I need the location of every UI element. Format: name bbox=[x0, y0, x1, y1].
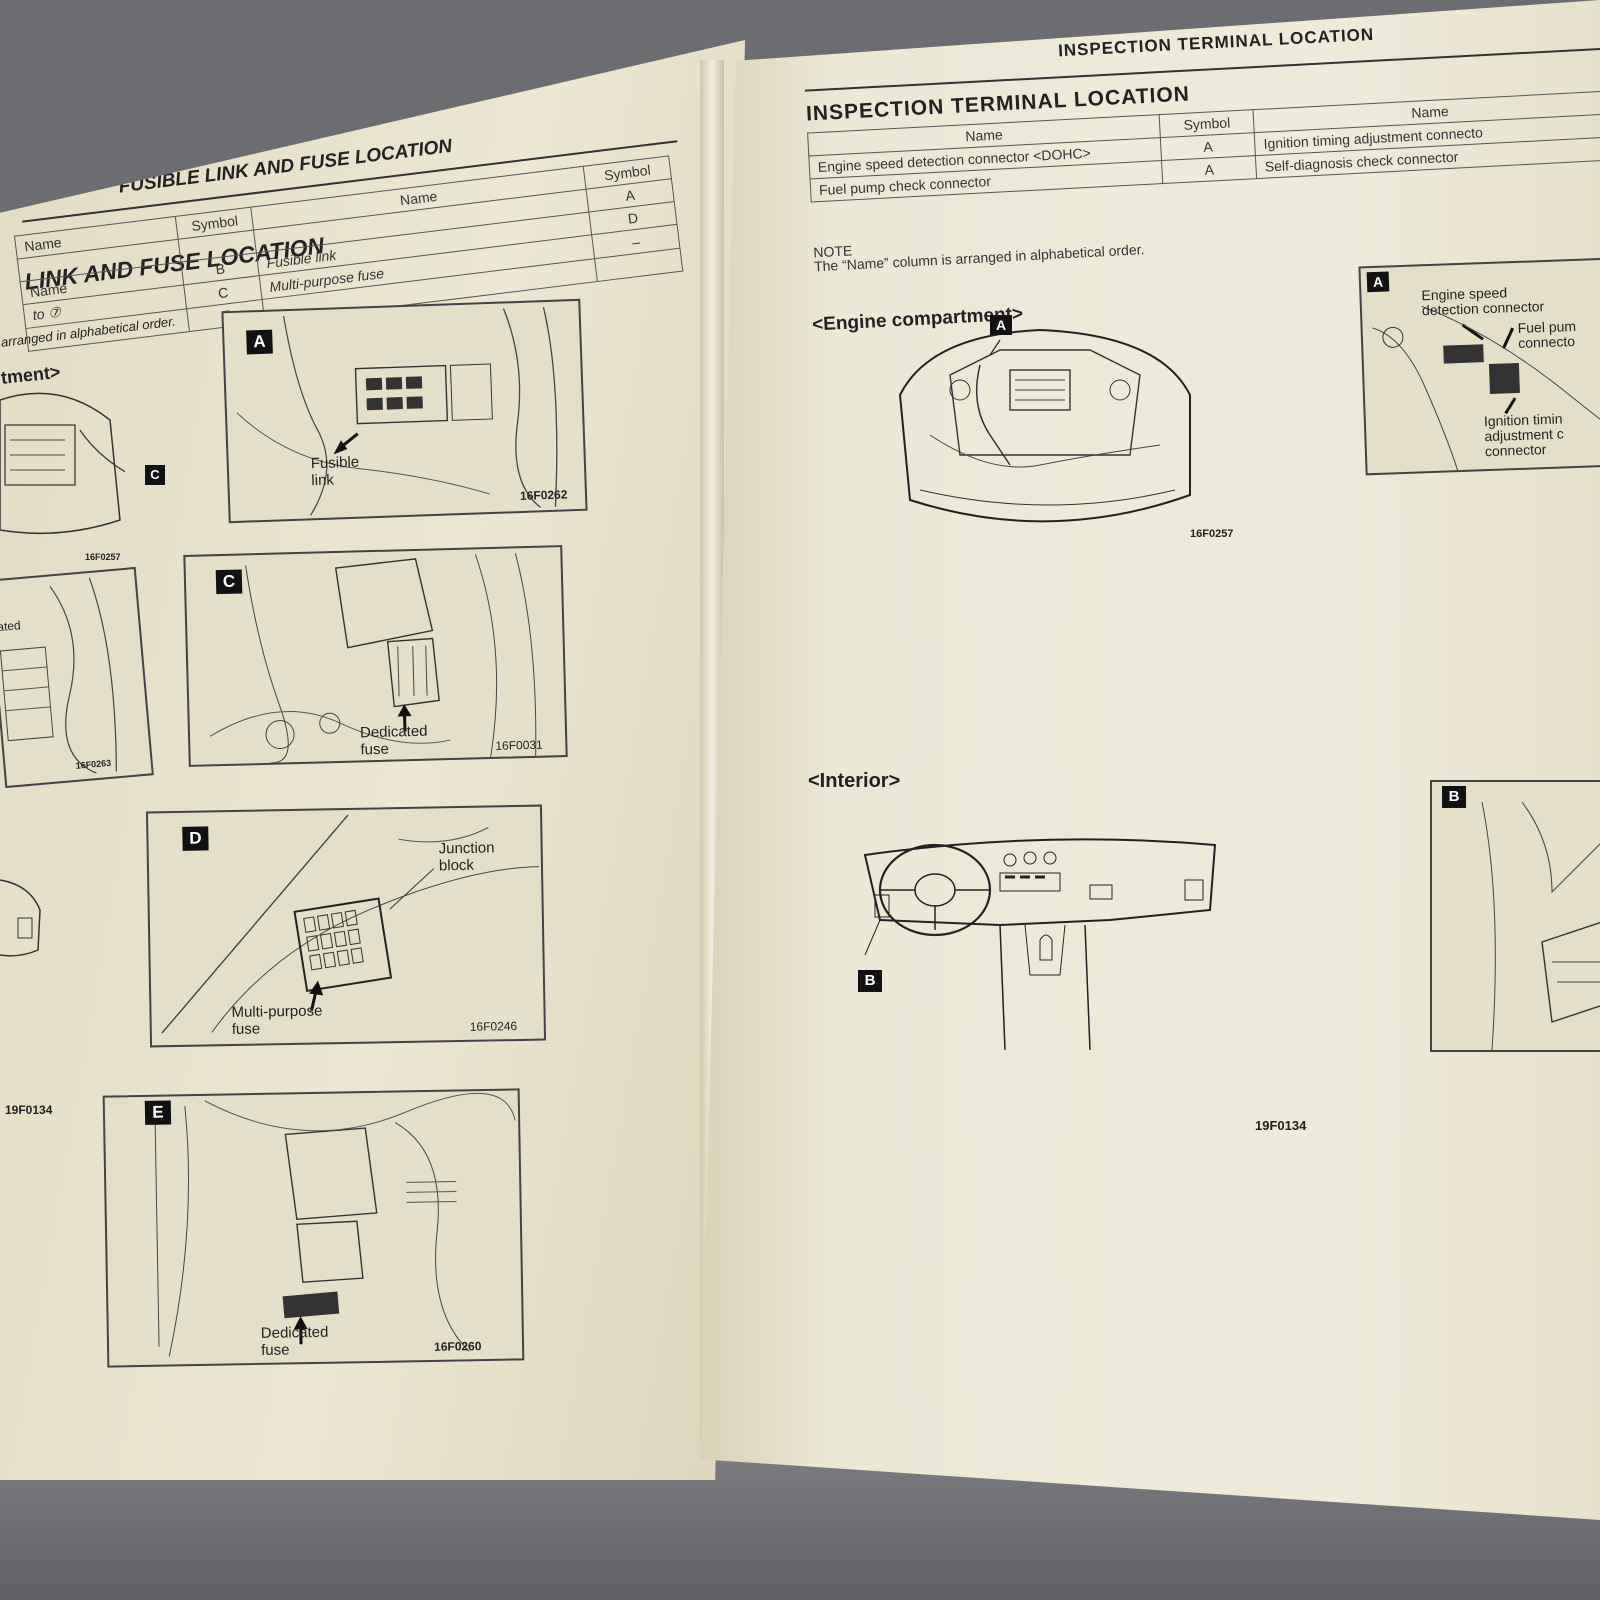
right-page: INSPECTION TERMINAL LOCATION INSPECTION … bbox=[700, 0, 1600, 1520]
interior-badge: B bbox=[858, 970, 882, 992]
figure-c: C Dedicated fuse 16F0031 bbox=[183, 545, 568, 767]
figure-a-code: 16F0262 bbox=[519, 487, 568, 504]
engine-overview-partial: C bbox=[0, 370, 165, 540]
figure-d: D Junction block Multi-purpose fuse 16F0… bbox=[145, 804, 547, 1048]
figure-c-badge: C bbox=[215, 569, 243, 595]
engine-code: 16F0257 bbox=[1190, 528, 1234, 540]
interior-figure: B bbox=[858, 825, 1220, 1055]
detail-a-label-ignition: Ignition timin adjustment c connector bbox=[1483, 410, 1565, 460]
figure-e-code: 16F0260 bbox=[433, 1339, 482, 1354]
left-page: FUSIBLE LINK AND FUSE LOCATION N08BA LIN… bbox=[0, 40, 745, 1480]
engine-compartment-figure: A bbox=[890, 315, 1200, 545]
figure-d-junction-caption: Junction block bbox=[438, 839, 495, 875]
right-head-rule bbox=[804, 47, 1600, 92]
right-running-head: INSPECTION TERMINAL LOCATION bbox=[1057, 24, 1375, 61]
detail-b-badge: B bbox=[1442, 786, 1466, 808]
detail-b-figure: B bbox=[1430, 780, 1600, 1052]
figure-e: E Dedicated fuse 16F0260 bbox=[102, 1088, 525, 1368]
detail-a-label-fuel-pump: Fuel pum connecto bbox=[1517, 317, 1577, 351]
left-overview-code: 16F0257 bbox=[85, 552, 121, 562]
figure-c-code: 16F0031 bbox=[495, 737, 543, 753]
figure-d-code: 16F0246 bbox=[469, 1019, 518, 1034]
interior-code: 19F0134 bbox=[1255, 1118, 1307, 1133]
detail-a-label-engine-speed: Engine speed detection connector bbox=[1421, 284, 1545, 319]
figure-c-caption: Dedicated fuse bbox=[359, 722, 428, 759]
note-text: The “Name” column is arranged in alphabe… bbox=[813, 241, 1145, 275]
left-page-code: N08BA bbox=[624, 37, 659, 53]
figure-d-caption: Multi-purpose fuse bbox=[231, 1002, 323, 1039]
figure-d-badge: D bbox=[182, 826, 209, 851]
engine-badge: A bbox=[990, 315, 1012, 335]
interior-heading: <Interior> bbox=[808, 770, 901, 792]
figure-e-caption: Dedicated fuse bbox=[260, 1323, 329, 1359]
detail-a-figure: A Engine speed detection connector Fuel … bbox=[1358, 257, 1600, 476]
left-interior-code: 19F0134 bbox=[5, 1103, 53, 1117]
figure-a: A Fusible link 16F0262 bbox=[221, 298, 588, 524]
detail-a-badge: A bbox=[1366, 271, 1390, 293]
interior-partial-left bbox=[0, 870, 45, 960]
figure-a-caption: Fusible link bbox=[310, 453, 360, 490]
partial-label: ated bbox=[0, 618, 22, 635]
figure-partial-left: ated 16F0263 bbox=[0, 566, 154, 789]
figure-a-badge: A bbox=[246, 329, 273, 355]
table-cell: A bbox=[1161, 155, 1257, 184]
overview-badge: C bbox=[145, 465, 165, 485]
figure-e-badge: E bbox=[144, 1100, 172, 1125]
